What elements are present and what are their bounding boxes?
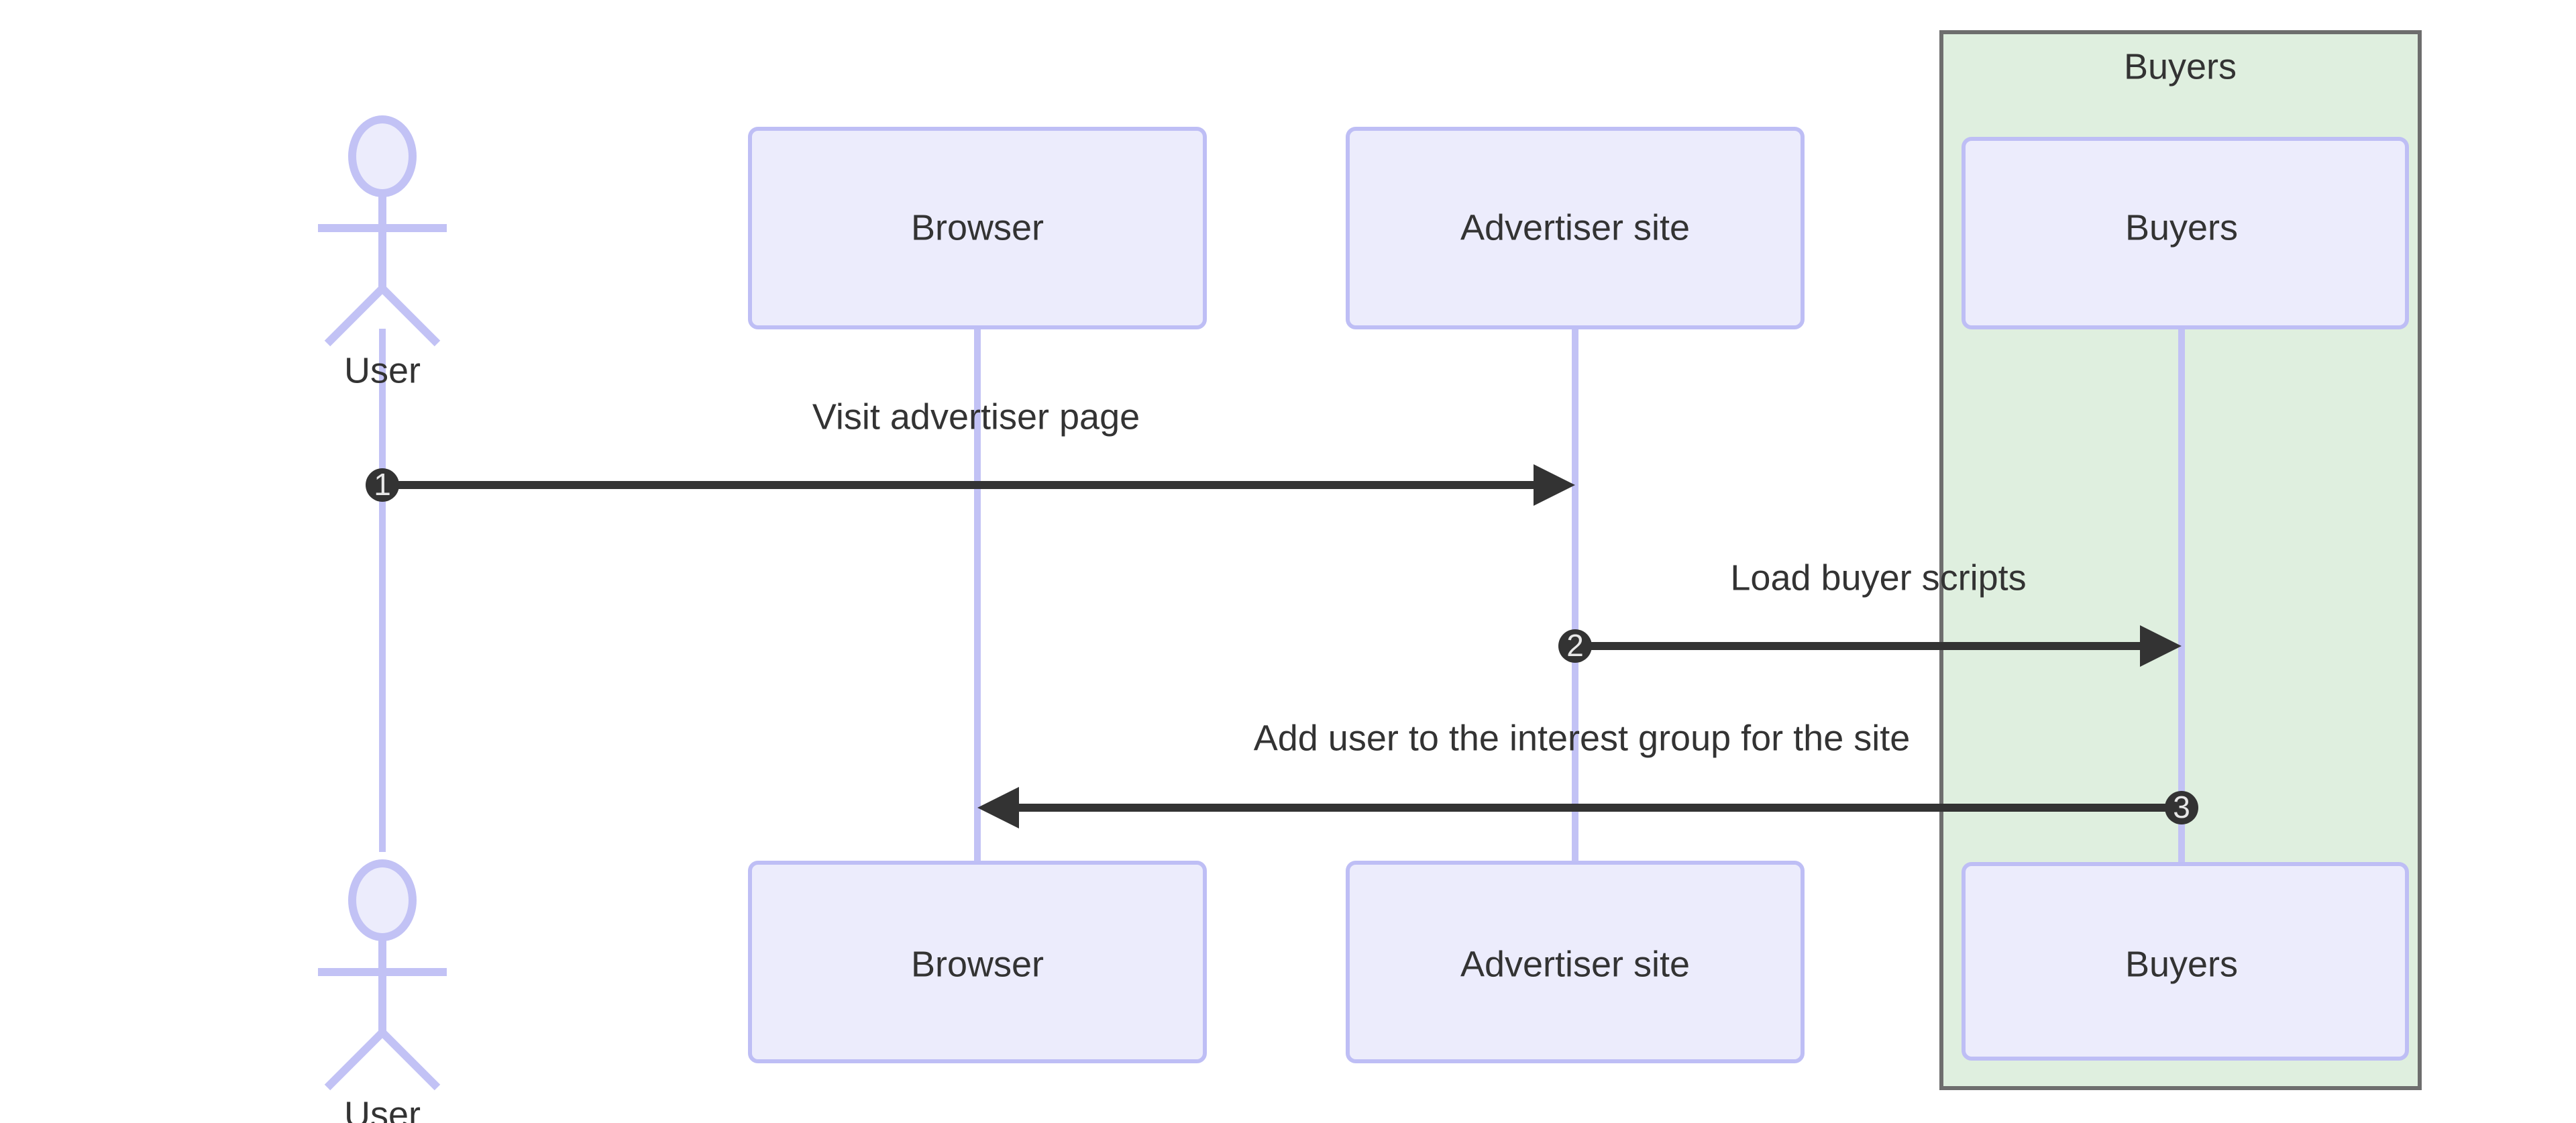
sequence-badge-2 [1558, 629, 1592, 663]
actor-leg-right-icon [379, 285, 441, 347]
sequence-number-3: 3 [2173, 790, 2190, 824]
participant-label-advertiser-top: Advertiser site [1460, 207, 1690, 248]
sequence-number-2: 2 [1566, 628, 1584, 663]
participant-box-buyers-top[interactable] [1962, 137, 2409, 329]
arrowhead-left-icon-3 [977, 787, 1019, 828]
participant-advertiser-bottom[interactable]: Advertiser site [1346, 861, 1805, 1063]
message-3[interactable]: Add user to the interest group for the s… [977, 718, 2198, 828]
participant-label-buyers-bottom: Buyers [2125, 944, 2238, 984]
message-label-3: Add user to the interest group for the s… [1254, 718, 1911, 758]
sequence-number-1: 1 [374, 467, 391, 502]
sequence-badge-1 [366, 468, 399, 502]
participant-label-advertiser-bottom: Advertiser site [1460, 944, 1690, 984]
participant-label-user-bottom: User [344, 1094, 421, 1123]
participant-buyers-bottom[interactable]: Buyers [1962, 862, 2409, 1061]
participant-buyers-top[interactable]: Buyers [1962, 137, 2409, 329]
participant-box-advertiser-bottom[interactable] [1346, 861, 1805, 1063]
participant-label-browser-bottom: Browser [911, 944, 1044, 984]
actor-leg-left-icon [324, 285, 386, 347]
message-label-1: Visit advertiser page [812, 396, 1140, 437]
participant-box-advertiser-top[interactable] [1346, 127, 1805, 329]
actor-head-icon-bottom [348, 859, 417, 941]
actor-leg-right-icon-bottom [379, 1029, 441, 1091]
message-label-2: Load buyer scripts [1730, 557, 2026, 598]
participant-box-buyers-bottom[interactable] [1962, 862, 2409, 1061]
participant-box-browser-top[interactable] [748, 127, 1207, 329]
participant-user-bottom[interactable]: User [318, 859, 447, 1123]
group-label: Buyers [2124, 46, 2237, 87]
participant-browser-top[interactable]: Browser [748, 127, 1207, 329]
participant-label-user-top: User [344, 350, 421, 390]
message-2[interactable]: Load buyer scripts 2 [1558, 557, 2182, 667]
message-1[interactable]: Visit advertiser page 1 [366, 396, 1575, 506]
lifelines [379, 327, 2185, 864]
participant-advertiser-top[interactable]: Advertiser site [1346, 127, 1805, 329]
participant-box-browser-bottom[interactable] [748, 861, 1207, 1063]
participant-browser-bottom[interactable]: Browser [748, 861, 1207, 1063]
participant-label-buyers-top: Buyers [2125, 207, 2238, 248]
participant-label-browser-top: Browser [911, 207, 1044, 248]
arrowhead-right-icon-2 [2140, 625, 2182, 667]
participant-user-top[interactable]: User [318, 115, 447, 390]
arrowhead-right-icon-1 [1534, 464, 1575, 506]
sequence-badge-3 [2165, 791, 2198, 824]
actor-leg-left-icon-bottom [324, 1029, 386, 1091]
actor-head-icon [348, 115, 417, 197]
